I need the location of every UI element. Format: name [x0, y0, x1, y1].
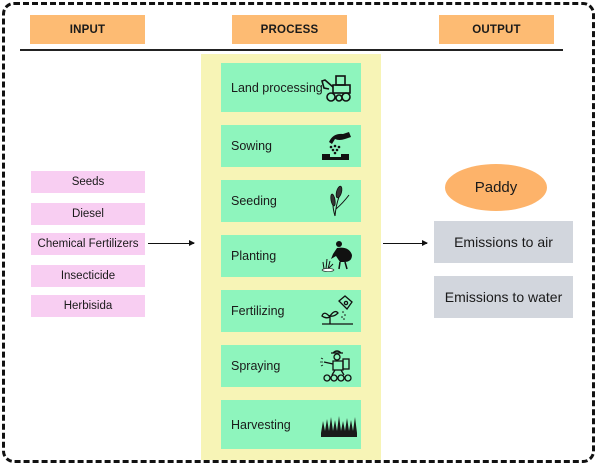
- hand-sowing-icon: [322, 132, 351, 160]
- sprayer-farmer-icon: [320, 350, 352, 382]
- step-label: Land processing: [231, 80, 323, 95]
- header-output: OUTPUT: [439, 15, 554, 44]
- fertilizer-icon: [321, 295, 353, 325]
- output-emissions-air: Emissions to air: [434, 221, 573, 263]
- farmer-planting-icon: [321, 241, 352, 272]
- step-label: Harvesting: [231, 417, 291, 432]
- process-step-spraying: Spraying: [221, 345, 361, 387]
- step-label: Sowing: [231, 139, 272, 153]
- grass-icon: [321, 415, 357, 437]
- header-process: PROCESS: [232, 15, 347, 44]
- input-insecticide: Insecticide: [31, 265, 145, 287]
- process-step-planting: Planting: [221, 235, 361, 277]
- header-divider: [20, 49, 563, 51]
- process-step-harvesting: Harvesting: [221, 400, 361, 449]
- diagram-frame: [2, 2, 595, 463]
- header-input: INPUT: [30, 15, 145, 44]
- process-step-seeding: Seeding: [221, 180, 361, 222]
- process-step-land-processing: Land processing: [221, 63, 361, 112]
- process-step-fertilizing: Fertilizing: [221, 290, 361, 332]
- input-chemical-fertilizers: Chemical Fertilizers: [31, 233, 145, 255]
- tractor-icon: [321, 74, 351, 102]
- step-label: Seeding: [231, 194, 277, 208]
- process-step-sowing: Sowing: [221, 125, 361, 167]
- input-diesel: Diesel: [31, 203, 145, 225]
- input-to-process-arrow: [148, 238, 195, 248]
- rice-plant-icon: [330, 185, 350, 217]
- step-label: Fertilizing: [231, 304, 285, 318]
- output-emissions-water: Emissions to water: [434, 276, 573, 318]
- input-seeds: Seeds: [31, 171, 145, 193]
- step-label: Planting: [231, 249, 277, 263]
- input-herbisida: Herbisida: [31, 295, 145, 317]
- process-to-output-arrow: [383, 238, 428, 248]
- step-label: Spraying: [231, 359, 281, 373]
- output-paddy: Paddy: [445, 164, 547, 211]
